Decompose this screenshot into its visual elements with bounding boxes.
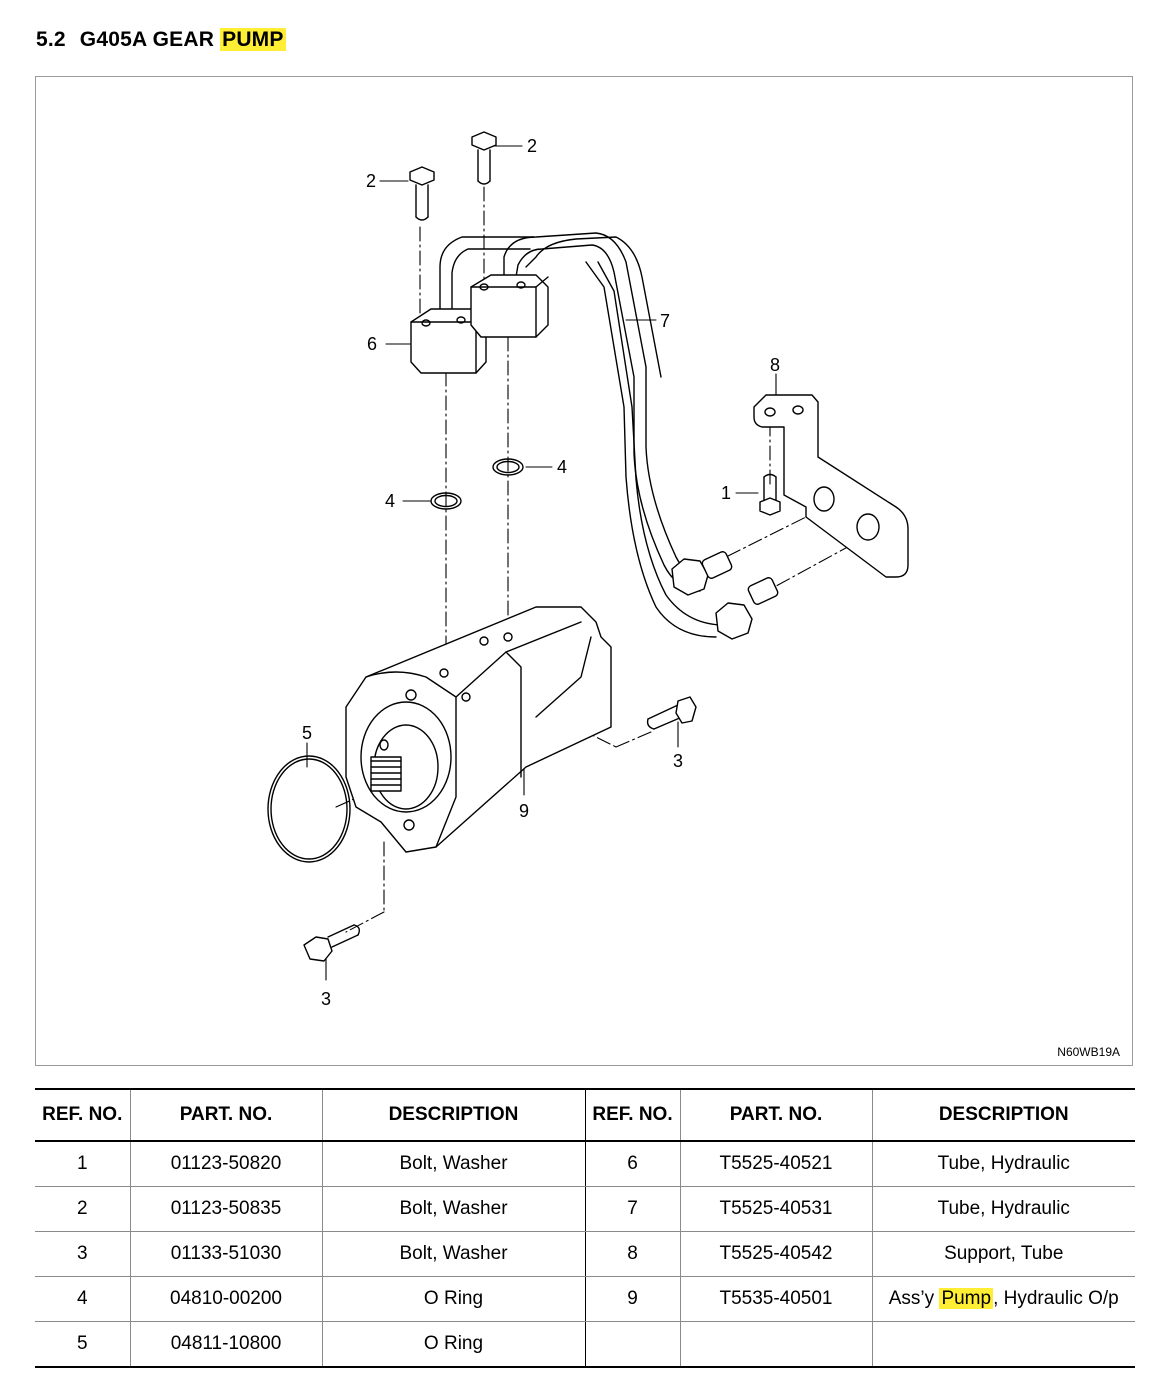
callout-1: 1 xyxy=(721,483,731,503)
callout-9: 9 xyxy=(519,801,529,821)
description: O Ring xyxy=(321,1321,585,1368)
bolt-2-right xyxy=(471,131,497,185)
callout-8: 8 xyxy=(770,355,780,375)
callout-7: 7 xyxy=(660,311,670,331)
bolt-2-left xyxy=(409,166,435,221)
bolt-3-lower xyxy=(303,924,361,962)
header-ref-no-2: REF. NO. xyxy=(584,1088,680,1142)
callout-6: 6 xyxy=(367,334,377,354)
ref-no: 6 xyxy=(584,1141,680,1187)
header-description-2: DESCRIPTION xyxy=(871,1088,1135,1142)
header-ref-no: REF. NO. xyxy=(35,1088,130,1142)
title-text: G405A GEAR xyxy=(79,28,215,51)
part-no: T5535-40501 xyxy=(679,1276,872,1322)
part-no: T5525-40521 xyxy=(679,1141,872,1187)
table-row: 1 01123-50820 Bolt, Washer 6 T5525-40521… xyxy=(35,1141,1135,1187)
part-no: 04811-10800 xyxy=(129,1321,322,1368)
ref-no: 2 xyxy=(35,1186,130,1232)
ref-no: 3 xyxy=(35,1231,130,1277)
description: Bolt, Washer xyxy=(321,1231,585,1277)
o-ring-4-right xyxy=(492,458,524,476)
gear-pump-diagram: 2 2 6 7 8 4 4 1 5 3 9 3 xyxy=(267,131,909,1009)
gear-pump-body-9 xyxy=(345,606,612,853)
part-no: 01123-50820 xyxy=(129,1141,322,1187)
callout-4a: 4 xyxy=(557,457,567,477)
table-row: 4 04810-00200 O Ring 9 T5535-40501 Ass’y… xyxy=(35,1276,1135,1322)
section-number: 5.2 xyxy=(36,28,66,51)
flange-block-6 xyxy=(410,308,487,374)
ref-no: 4 xyxy=(35,1276,130,1322)
part-no: 04810-00200 xyxy=(129,1276,322,1322)
ref-no: 7 xyxy=(584,1186,680,1232)
description: Ass’y Pump, Hydraulic O/p xyxy=(871,1276,1135,1322)
title-highlight: PUMP xyxy=(220,28,286,51)
callout-2a: 2 xyxy=(366,171,376,191)
description: Bolt, Washer xyxy=(321,1186,585,1232)
description: Tube, Hydraulic xyxy=(871,1141,1135,1187)
part-no: T5525-40531 xyxy=(679,1186,872,1232)
callout-4b: 4 xyxy=(385,491,395,511)
part-no: 01133-51030 xyxy=(129,1231,322,1277)
description-highlight: Pump xyxy=(939,1288,994,1309)
table-row: 5 04811-10800 O Ring xyxy=(35,1321,1135,1368)
description: Tube, Hydraulic xyxy=(871,1186,1135,1232)
ref-no: 9 xyxy=(584,1276,680,1322)
table-row: 3 01133-51030 Bolt, Washer 8 T5525-40542… xyxy=(35,1231,1135,1277)
header-description: DESCRIPTION xyxy=(321,1088,585,1142)
description: O Ring xyxy=(321,1276,585,1322)
part-no: T5525-40542 xyxy=(679,1231,872,1277)
callout-5: 5 xyxy=(302,723,312,743)
header-part-no-2: PART. NO. xyxy=(679,1088,872,1142)
o-ring-5 xyxy=(267,755,351,863)
part-no: 01123-50835 xyxy=(129,1186,322,1232)
ref-no xyxy=(584,1321,680,1368)
support-bracket-8 xyxy=(753,394,909,578)
o-ring-4-left xyxy=(430,492,462,510)
table-header-row: REF. NO. PART. NO. DESCRIPTION REF. NO. … xyxy=(35,1088,1135,1142)
callout-3b: 3 xyxy=(321,989,331,1009)
figure-code: N60WB19A xyxy=(1057,1045,1120,1059)
ref-no: 5 xyxy=(35,1321,130,1368)
tube-fittings xyxy=(671,551,779,640)
leader-lines xyxy=(306,145,777,981)
description: Support, Tube xyxy=(871,1231,1135,1277)
flange-block-upper xyxy=(470,274,549,338)
part-no xyxy=(679,1321,872,1368)
ref-no: 1 xyxy=(35,1141,130,1187)
description xyxy=(871,1321,1135,1368)
callout-2b: 2 xyxy=(527,136,537,156)
callout-3a: 3 xyxy=(673,751,683,771)
table-row: 2 01123-50835 Bolt, Washer 7 T5525-40531… xyxy=(35,1186,1135,1232)
description: Bolt, Washer xyxy=(321,1141,585,1187)
header-part-no: PART. NO. xyxy=(129,1088,322,1142)
callout-labels: 2 2 6 7 8 4 4 1 5 3 9 3 xyxy=(302,136,780,1009)
parts-table: REF. NO. PART. NO. DESCRIPTION REF. NO. … xyxy=(35,1088,1135,1368)
bolt-3-right xyxy=(646,696,697,730)
ref-no: 8 xyxy=(584,1231,680,1277)
page-title: 5.2 G405A GEAR PUMP xyxy=(36,28,286,52)
exploded-view-figure: 2 2 6 7 8 4 4 1 5 3 9 3 N60WB19A xyxy=(35,76,1133,1066)
bolt-1 xyxy=(759,473,781,516)
